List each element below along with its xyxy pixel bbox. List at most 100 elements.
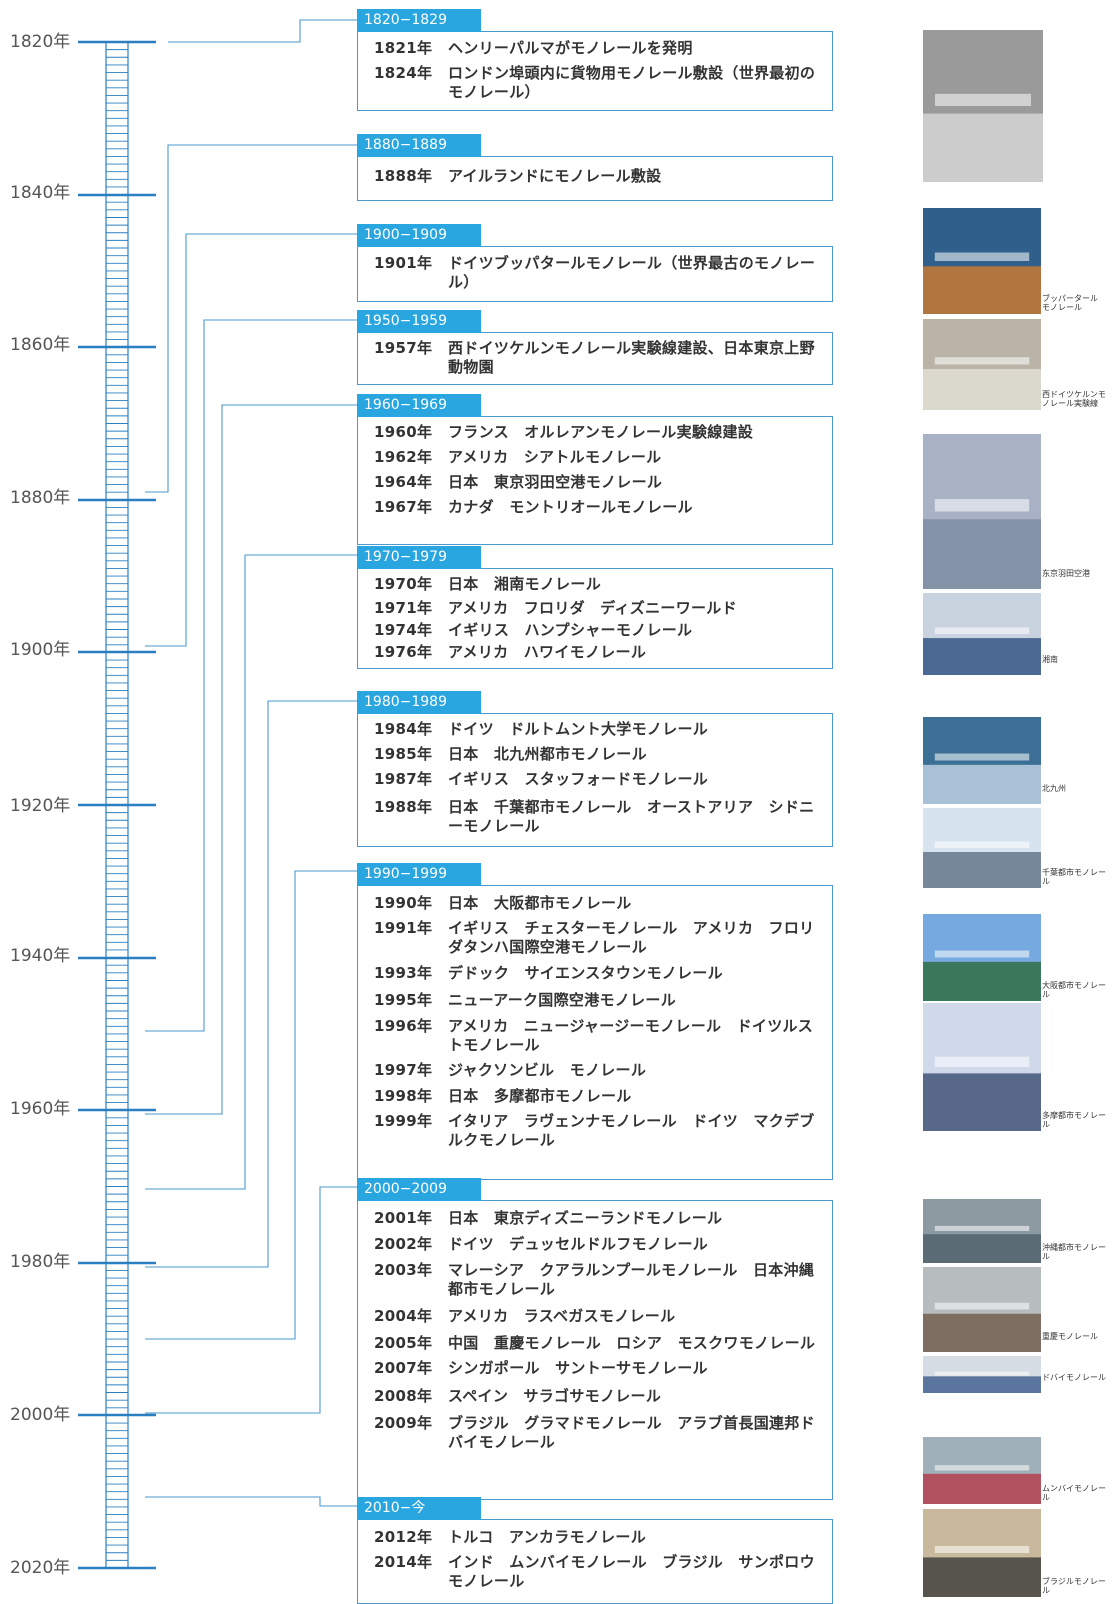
event-year: 1999年 bbox=[374, 1112, 433, 1130]
event-text: ドイツ デュッセルドルフモノレール bbox=[448, 1235, 709, 1253]
event-year: 2005年 bbox=[374, 1334, 433, 1352]
event-text: トルコ アンカラモノレール bbox=[448, 1528, 647, 1546]
era-1880s: 1880−1889 1888年アイルランドにモノレール敷設 bbox=[357, 134, 833, 201]
event-text: 日本 湘南モノレール bbox=[448, 575, 602, 593]
monorail-photo-image bbox=[923, 208, 1041, 314]
event-text: カナダ モントリオールモノレール bbox=[448, 498, 693, 516]
photo-caption: 东京羽田空港 bbox=[1042, 569, 1090, 578]
era-box: 1821年ヘンリーパルマがモノレールを発明 1824年ロンドン埠頭内に貨物用モノ… bbox=[357, 31, 833, 111]
photo-caption: 千葉都市モノレール bbox=[1042, 868, 1106, 886]
event-year: 2002年 bbox=[374, 1235, 433, 1253]
event-year: 1901年 bbox=[374, 254, 433, 272]
event-year: 1996年 bbox=[374, 1017, 433, 1035]
monorail-photo bbox=[923, 1356, 1041, 1393]
event-year: 2004年 bbox=[374, 1307, 433, 1325]
monorail-photo-image bbox=[923, 914, 1041, 1001]
photo-caption: 多摩都市モノレール bbox=[1042, 1111, 1106, 1129]
era-2000s: 2000−2009 2001年日本 東京ディズニーランドモノレール 2002年ド… bbox=[357, 1178, 833, 1500]
era-box: 1970年日本 湘南モノレール 1971年アメリカ フロリダ ディズニーワールド… bbox=[357, 568, 833, 669]
event-year: 1824年 bbox=[374, 64, 433, 82]
monorail-photo bbox=[923, 319, 1041, 410]
event-year: 2014年 bbox=[374, 1553, 433, 1571]
era-connector bbox=[168, 19, 358, 43]
event-text: シンガポール サントーサモノレール bbox=[448, 1359, 708, 1377]
monorail-photo bbox=[923, 1267, 1041, 1352]
photo-caption: 湘南 bbox=[1042, 655, 1058, 664]
event: 1995年ニューアーク国際空港モノレール bbox=[374, 991, 820, 1010]
era-1950s: 1950−1959 1957年西ドイツケルンモノレール実験線建設、日本東京上野動… bbox=[357, 310, 833, 385]
event: 1991年イギリス チェスターモノレール アメリカ フロリダタンハ国際空港モノレ… bbox=[374, 919, 820, 957]
era-tag: 1950−1959 bbox=[357, 310, 481, 333]
event-text: イタリア ラヴェンナモノレール ドイツ マクデブルクモノレール bbox=[448, 1112, 815, 1149]
era-tag: 1820−1829 bbox=[357, 9, 481, 32]
monorail-photo bbox=[923, 593, 1041, 675]
event-year: 2007年 bbox=[374, 1359, 433, 1377]
year-label-2000: 2000年 bbox=[10, 1405, 71, 1425]
monorail-photo-image bbox=[923, 593, 1041, 675]
event-text: 日本 多摩都市モノレール bbox=[448, 1087, 632, 1105]
event: 1967年カナダ モントリオールモノレール bbox=[374, 498, 820, 517]
event-text: イギリス ハンプシャーモノレール bbox=[448, 621, 693, 639]
event: 2007年シンガポール サントーサモノレール bbox=[374, 1359, 820, 1378]
photo-caption: 大阪都市モノレール bbox=[1042, 981, 1106, 999]
year-label-1840: 1840年 bbox=[10, 183, 71, 203]
event: 1901年ドイツブッパタールモノレール（世界最古のモノレール） bbox=[374, 254, 820, 292]
era-1990s: 1990−1999 1990年日本 大阪都市モノレール 1991年イギリス チェ… bbox=[357, 863, 833, 1180]
event: 2003年マレーシア クアラルンプールモノレール 日本沖縄都市モノレール bbox=[374, 1261, 820, 1299]
event-year: 1974年 bbox=[374, 621, 433, 639]
event-year: 1987年 bbox=[374, 770, 433, 788]
event-year: 1998年 bbox=[374, 1087, 433, 1105]
monorail-photo bbox=[923, 1437, 1041, 1504]
monorail-photo bbox=[923, 914, 1041, 1001]
event-text: アメリカ ラスベガスモノレール bbox=[448, 1307, 676, 1325]
monorail-photo bbox=[923, 1199, 1041, 1263]
monorail-photo-image bbox=[923, 1003, 1041, 1131]
era-1960s: 1960−1969 1960年フランス オルレアンモノレール実験線建設 1962… bbox=[357, 394, 833, 545]
event: 1987年イギリス スタッフォードモノレール bbox=[374, 770, 820, 789]
monorail-photo-image bbox=[923, 434, 1041, 589]
event: 1970年日本 湘南モノレール bbox=[374, 575, 820, 594]
era-box: 1888年アイルランドにモノレール敷設 bbox=[357, 156, 833, 201]
photo-caption: ブラジルモノレール bbox=[1042, 1577, 1106, 1595]
era-connector bbox=[145, 233, 358, 647]
era-tag: 1880−1889 bbox=[357, 134, 481, 157]
event: 1960年フランス オルレアンモノレール実験線建設 bbox=[374, 423, 820, 442]
monorail-photo-image bbox=[923, 1199, 1041, 1263]
event-year: 1988年 bbox=[374, 798, 433, 816]
event-year: 1971年 bbox=[374, 599, 433, 617]
era-tag: 1960−1969 bbox=[357, 394, 481, 417]
monorail-photo bbox=[923, 717, 1041, 804]
event-year: 1985年 bbox=[374, 745, 433, 763]
event-text: ブラジル グラマドモノレール アラブ首長国連邦ドバイモノレール bbox=[448, 1414, 815, 1451]
photo-caption: ブッパータール モノレール bbox=[1042, 294, 1098, 312]
event-text: 日本 千葉都市モノレール オーストアリア シドニーモノレール bbox=[448, 798, 815, 835]
year-label-1980: 1980年 bbox=[10, 1252, 71, 1272]
year-label-1900: 1900年 bbox=[10, 640, 71, 660]
event-year: 1967年 bbox=[374, 498, 433, 516]
era-tag: 2000−2009 bbox=[357, 1178, 481, 1201]
era-connector bbox=[145, 700, 358, 1268]
era-box: 2012年トルコ アンカラモノレール 2014年インド ムンバイモノレール ブラ… bbox=[357, 1519, 833, 1604]
era-tag: 1980−1989 bbox=[357, 691, 481, 714]
monorail-photo-image bbox=[923, 1437, 1041, 1504]
era-1900s: 1900−1909 1901年ドイツブッパタールモノレール（世界最古のモノレール… bbox=[357, 224, 833, 302]
monorail-photo bbox=[923, 1003, 1041, 1131]
year-label-1940: 1940年 bbox=[10, 946, 71, 966]
year-label-1880: 1880年 bbox=[10, 488, 71, 508]
year-label-1960: 1960年 bbox=[10, 1099, 71, 1119]
year-label-1920: 1920年 bbox=[10, 796, 71, 816]
event-year: 2008年 bbox=[374, 1387, 433, 1405]
event-text: ドイツ ドルトムント大学モノレール bbox=[448, 720, 709, 738]
event-year: 1821年 bbox=[374, 39, 433, 57]
event: 1984年ドイツ ドルトムント大学モノレール bbox=[374, 720, 820, 739]
photo-caption: 重慶モノレール bbox=[1042, 1332, 1098, 1341]
monorail-photo-image bbox=[923, 808, 1041, 888]
event-year: 1888年 bbox=[374, 167, 433, 185]
event-text: アイルランドにモノレール敷設 bbox=[448, 167, 662, 185]
photo-caption: 沖縄都市モノレール bbox=[1042, 1243, 1106, 1261]
monorail-photo-image bbox=[923, 30, 1043, 182]
event-text: ドイツブッパタールモノレール（世界最古のモノレール） bbox=[448, 254, 816, 291]
event: 1971年アメリカ フロリダ ディズニーワールド bbox=[374, 599, 820, 618]
monorail-photo-image bbox=[923, 1509, 1041, 1597]
event-text: 西ドイツケルンモノレール実験線建設、日本東京上野動物園 bbox=[448, 339, 815, 376]
